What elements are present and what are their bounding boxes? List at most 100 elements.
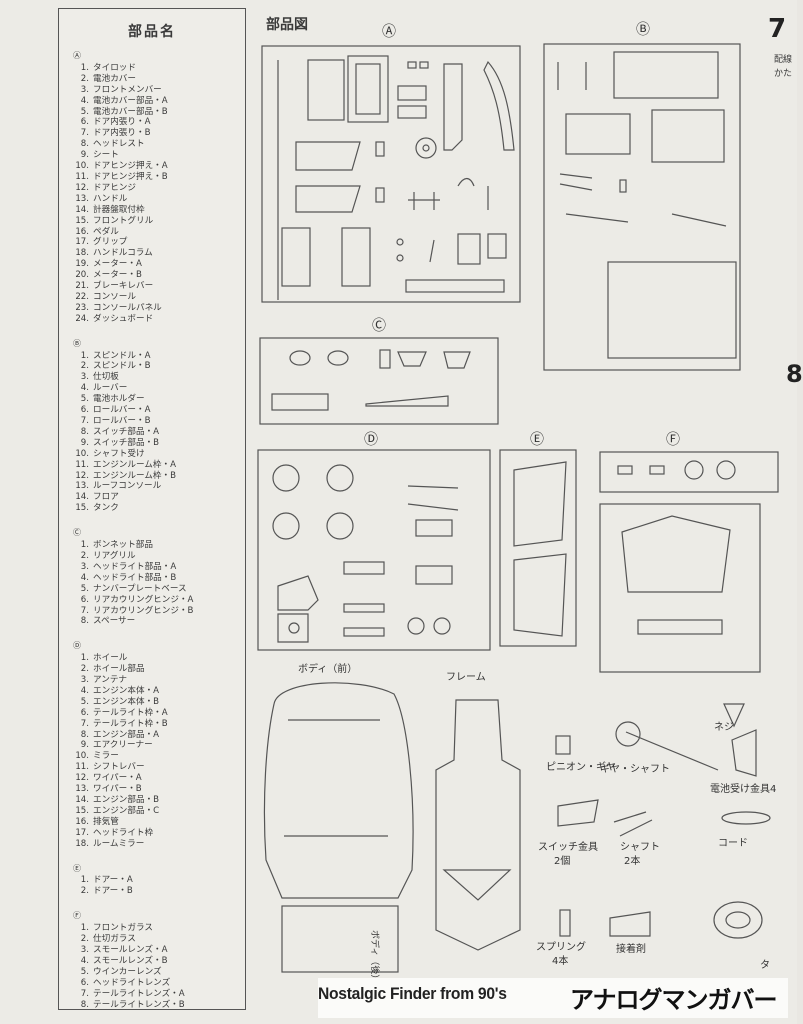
item-name: ナンバープレートベース bbox=[93, 583, 187, 594]
item-name: シャフト受け bbox=[93, 448, 145, 459]
item-name: エンジンルーム枠・B bbox=[93, 470, 176, 481]
item-number: 12. bbox=[75, 773, 89, 784]
list-item: 5.エンジン本体・B bbox=[71, 697, 243, 708]
list-item: 19.メーター・A bbox=[71, 259, 243, 270]
list-item: 22.コンソール bbox=[71, 292, 243, 303]
part-label: フレーム bbox=[446, 671, 486, 683]
item-name: ペダル bbox=[93, 226, 119, 237]
part-label: 電池受け金具4 bbox=[710, 782, 776, 795]
item-name: スモールレンズ・A bbox=[93, 944, 168, 955]
part-label: スプリング bbox=[536, 940, 586, 953]
item-number: 2. bbox=[80, 361, 89, 372]
part-label: シャフト bbox=[620, 842, 660, 853]
list-item: 5. ナンバープレートベース bbox=[71, 584, 243, 595]
item-number: 1. bbox=[80, 875, 89, 886]
item-number: 6. bbox=[80, 977, 89, 988]
item-name: メーター・B bbox=[93, 270, 142, 281]
item-number: 6. bbox=[80, 594, 89, 605]
list-item: 6.ヘッドライトレンズ bbox=[71, 978, 243, 989]
list-item: 9.スイッチ部品・B bbox=[71, 438, 243, 449]
item-name: コンソール bbox=[93, 291, 136, 302]
group-label: Ⓓ bbox=[73, 641, 81, 651]
list-item: 13. ハンドル bbox=[71, 194, 243, 205]
item-number: 1. bbox=[80, 653, 89, 664]
list-item: 18.ルームミラー bbox=[71, 839, 243, 850]
item-name: ルーバー bbox=[93, 383, 128, 394]
item-number: 4. bbox=[80, 383, 89, 394]
item-name: ミラー bbox=[93, 751, 119, 762]
list-item: 4.エンジン本体・A bbox=[71, 686, 243, 697]
item-name: ワイパー・A bbox=[93, 773, 142, 784]
item-name: ホイール bbox=[93, 653, 128, 664]
list-item: 1. ホイール bbox=[71, 653, 243, 664]
item-number: 2. bbox=[80, 934, 89, 945]
item-number: 18. bbox=[75, 838, 89, 849]
item-number: 20. bbox=[75, 270, 89, 281]
list-item: 3.ヘッドライト部品・A bbox=[71, 562, 243, 573]
list-item: 7.リアカウリングヒンジ・B bbox=[71, 606, 243, 617]
item-name: テールライト枠・B bbox=[93, 718, 168, 729]
item-name: エンジン部品・C bbox=[93, 805, 160, 816]
item-name: ヘッドライト部品・A bbox=[93, 561, 177, 572]
item-number: 10. bbox=[75, 161, 89, 172]
item-name: ヘッドライト枠 bbox=[93, 827, 154, 838]
item-name: ハンドル bbox=[93, 193, 128, 204]
list-item: 1.ドアー・A bbox=[71, 875, 243, 886]
part-label: スイッチ金具 bbox=[538, 840, 598, 853]
watermark-logo: アナログマンガバー bbox=[570, 986, 778, 1014]
list-item: 11.エンジンルーム枠・A bbox=[71, 460, 243, 471]
list-item: 10. シャフト受け bbox=[71, 449, 243, 460]
list-item: 13.ルーフコンソール bbox=[71, 481, 243, 492]
list-item: 18.ハンドルコラム bbox=[71, 248, 243, 259]
list-item: 7.テールライトレンズ・A bbox=[71, 989, 243, 1000]
list-item: 2.リアグリル bbox=[71, 551, 243, 562]
item-name: テールライトレンズ・B bbox=[93, 999, 185, 1010]
item-number: 24. bbox=[75, 313, 89, 324]
item-name: コンソールパネル bbox=[93, 302, 162, 313]
item-name: シフトレバー bbox=[93, 762, 145, 773]
list-item: 10.ドアヒンジ押え・A bbox=[71, 161, 243, 172]
item-number: 15. bbox=[75, 805, 89, 816]
parts-diagram: Ⓐ Ⓑ Ⓒ Ⓓ Ⓔ Ⓕ ボディ（前） フレーム ボディ（後） ピニオン・ギヤ ギ… bbox=[257, 22, 779, 983]
item-number: 7. bbox=[80, 605, 89, 616]
item-name: ドアー・B bbox=[93, 886, 133, 897]
item-name: テールライトレンズ・A bbox=[93, 988, 185, 999]
list-item: 4.ヘッドライト部品・B bbox=[71, 573, 243, 584]
list-item: 3.フロントメンバー bbox=[71, 85, 243, 96]
list-item: 8.スイッチ部品・A bbox=[71, 427, 243, 438]
list-item: 16.排気管 bbox=[71, 817, 243, 828]
item-number: 14. bbox=[75, 204, 89, 215]
item-number: 5. bbox=[80, 583, 89, 594]
runner-label: Ⓐ bbox=[382, 24, 396, 40]
item-number: 16. bbox=[75, 816, 89, 827]
list-item: 11.シフトレバー bbox=[71, 762, 243, 773]
item-name: 仕切ガラス bbox=[93, 934, 136, 945]
item-name: ボンネット部品 bbox=[93, 540, 153, 551]
item-number: 2. bbox=[80, 550, 89, 561]
item-number: 8. bbox=[80, 616, 89, 627]
item-number: 16. bbox=[75, 226, 89, 237]
item-name: 電池カバー部品・B bbox=[93, 106, 168, 117]
item-name: リアカウリングヒンジ・A bbox=[93, 594, 194, 605]
list-item: 17.ヘッドライト枠 bbox=[71, 828, 243, 839]
watermark-banner: Nostalgic Finder from 90's アナログマンガバー bbox=[318, 978, 788, 1018]
item-name: エンジン部品・B bbox=[93, 795, 160, 805]
item-number: 21. bbox=[75, 281, 89, 292]
item-number: 13. bbox=[75, 193, 89, 204]
item-number: 1. bbox=[80, 62, 89, 73]
list-item: 24.ダッシュボード bbox=[71, 314, 243, 325]
list-item: 17.グリップ bbox=[71, 237, 243, 248]
list-item: 12. ワイパー・A bbox=[71, 773, 243, 784]
item-number: 11. bbox=[75, 459, 89, 470]
item-number: 7. bbox=[80, 718, 89, 729]
item-number: 10. bbox=[75, 448, 89, 459]
part-label: ネジ bbox=[714, 721, 734, 733]
item-name: スイッチ部品・B bbox=[93, 437, 160, 448]
list-item: 13.ワイパー・B bbox=[71, 784, 243, 795]
list-item: 20. メーター・B bbox=[71, 270, 243, 281]
item-name: エンジン本体・A bbox=[93, 685, 160, 696]
part-label: ピニオン・ギヤ bbox=[546, 761, 616, 773]
item-name: 電池カバー部品・A bbox=[93, 95, 168, 106]
item-name: アンテナ bbox=[93, 675, 128, 686]
list-item: 15.フロントグリル bbox=[71, 216, 243, 227]
